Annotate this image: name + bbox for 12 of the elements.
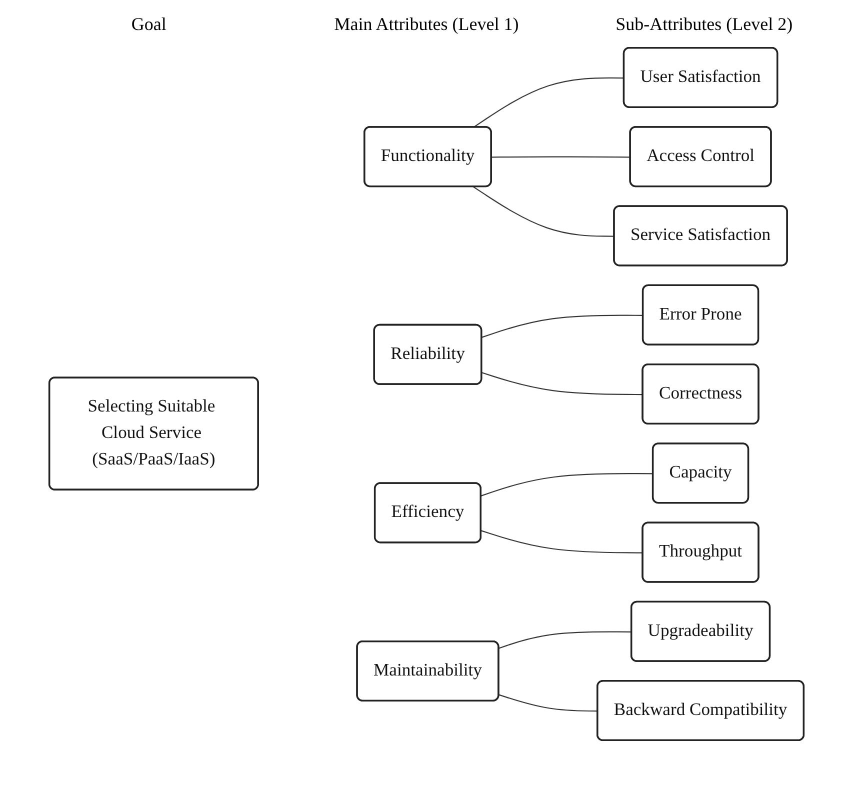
column-heading: Main Attributes (Level 1): [333, 14, 520, 35]
connector: [482, 314, 644, 338]
connector: [481, 530, 644, 554]
connector: [492, 156, 631, 158]
connector: [498, 694, 598, 712]
connector: [473, 186, 615, 237]
connector: [473, 77, 624, 128]
connector: [498, 631, 632, 649]
column-heading: Sub-Attributes (Level 2): [614, 14, 794, 35]
connector: [481, 473, 654, 496]
column-heading: Goal: [130, 14, 168, 35]
connector: [482, 372, 644, 396]
